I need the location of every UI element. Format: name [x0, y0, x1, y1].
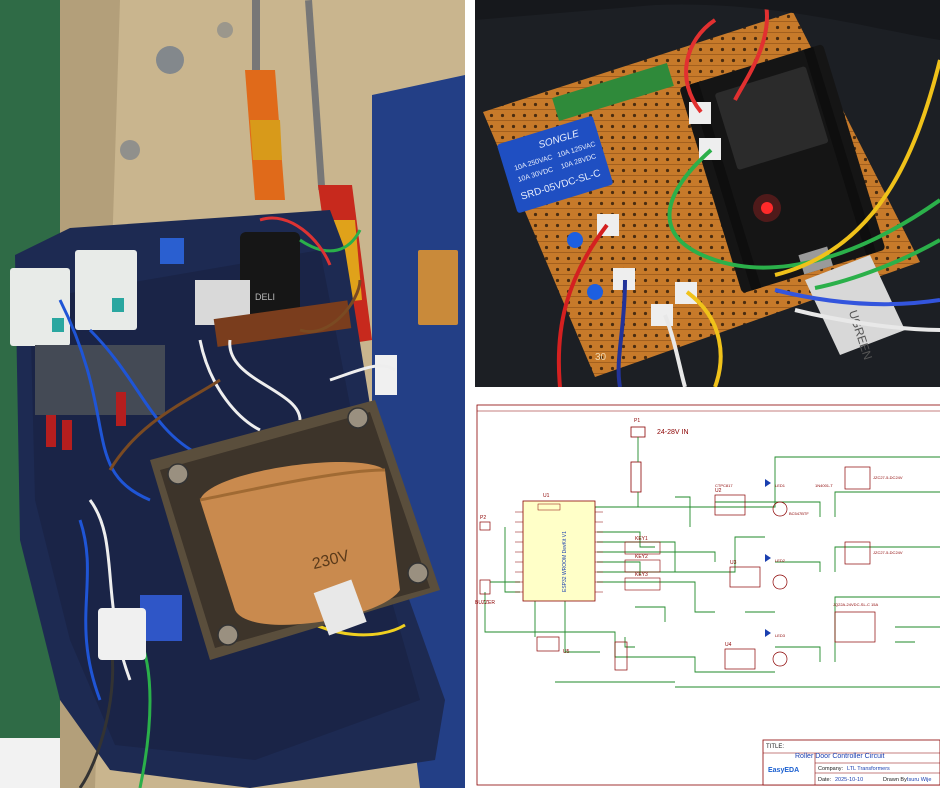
- drawing-title: Roller Door Controller Circuit: [795, 753, 885, 760]
- opto-u3: U3: [730, 560, 737, 566]
- power-in-label: 24-28V IN: [657, 429, 689, 436]
- drawn-by-name: Isuru Wije: [907, 777, 931, 783]
- opto-part: CTPC817: [715, 483, 733, 488]
- songle-relay: SONGLE 10A 250VAC 10A 125VAC 10A 30VDC 1…: [497, 116, 613, 213]
- optocouplers: U2 U3 U4 CTPC817: [714, 483, 761, 670]
- p1-label: P1: [634, 418, 640, 424]
- transistors: [772, 501, 788, 667]
- esp32-symbol-u1: U1 ESP32 WROOM DevKit V1: [515, 493, 603, 602]
- mcu-name: ESP32 WROOM DevKit V1: [562, 531, 568, 592]
- u5-label: U5: [563, 649, 570, 655]
- white-connector: [375, 355, 397, 395]
- status-led: [761, 202, 773, 214]
- screwdriver-1: [245, 0, 285, 200]
- transformer-bolts: [167, 407, 429, 646]
- controller-box-drawing: DELI 230V: [0, 0, 465, 788]
- relay-a-part: JZC27-5-DC24V: [873, 475, 903, 480]
- opto-u4: U4: [725, 642, 732, 648]
- key3-label: KEY3: [635, 572, 648, 578]
- relay-b-part: JQ22A-24VDC-SL-C 15A: [833, 602, 878, 607]
- p2-connector: [479, 521, 491, 531]
- title-block: TITLE: Roller Door Controller Circuit Ea…: [762, 739, 940, 786]
- relay-right: [75, 250, 137, 330]
- easyeda-logo: EasyEDA: [768, 767, 799, 774]
- leds: LED1 LED2 LED3: [765, 479, 786, 638]
- capacitor: [240, 232, 300, 324]
- small-pcb: [213, 300, 352, 347]
- drawn-by-label: Drawn By:: [883, 777, 909, 783]
- bottom-connector: [0, 738, 60, 788]
- wiring: [58, 216, 406, 788]
- opto-u2: U2: [715, 488, 722, 494]
- relays: JZC27-5-DC24V JZC27-5-DC24V JQ22A-24VDC-…: [815, 466, 903, 643]
- transformer: 230V: [150, 400, 440, 660]
- u1-label: U1: [543, 493, 550, 499]
- schematic-wires: [484, 437, 940, 688]
- key-switches: KEY1 KEY2 KEY3: [624, 536, 661, 591]
- stripboard-photo: UGREEN SONGLE 10A 250VAC 10A 125VAC 10A …: [475, 0, 940, 387]
- date-label: Date:: [818, 777, 832, 783]
- key1-label: KEY1: [635, 536, 648, 542]
- blue-capacitor: [160, 238, 184, 264]
- buzzer-symbol: [479, 579, 491, 595]
- company-name: LTL Transformers: [847, 766, 890, 772]
- wire-connector: [313, 579, 367, 636]
- relay-a2-part: JZC27-5-DC24V: [873, 550, 903, 555]
- led3-label: LED3: [775, 633, 786, 638]
- diode-part: 1N4001-T: [815, 483, 833, 488]
- switch-k2: [614, 641, 628, 671]
- led2-label: LED2: [775, 558, 786, 563]
- sheet-border: [476, 404, 940, 786]
- relay-left: [10, 268, 70, 346]
- white-terminal-block: [98, 608, 146, 660]
- esp32-devkit: [680, 44, 885, 293]
- blue-terminal: [140, 595, 182, 641]
- small-board: [418, 250, 458, 325]
- rf-module: [552, 62, 674, 122]
- buzzer-label: BUZZER: [475, 600, 495, 606]
- terminal-strip: [35, 345, 165, 415]
- board-marking: 30: [595, 352, 607, 363]
- rectifier-u5: [536, 636, 560, 652]
- transistor-part: BC547BTF: [789, 511, 809, 516]
- blue-led: [567, 232, 583, 248]
- power-connector-p1: P1 24-28V IN: [630, 418, 689, 493]
- jumper-wires: [556, 0, 940, 387]
- key2-label: KEY2: [635, 554, 648, 560]
- capacitor-text: DELI: [255, 292, 275, 302]
- schematic-sheet: P1 24-28V IN U1: [475, 397, 940, 788]
- controller-box-photo: DELI 230V: [0, 0, 465, 788]
- led1-label: LED1: [775, 483, 786, 488]
- schematic-drawing: P1 24-28V IN U1: [475, 397, 940, 788]
- title-label: TITLE:: [766, 744, 784, 750]
- company-label: Company:: [818, 766, 844, 772]
- stripboard-drawing: UGREEN SONGLE 10A 250VAC 10A 125VAC 10A …: [475, 0, 940, 387]
- date-value: 2025-10-10: [835, 777, 863, 783]
- p2-label: P2: [480, 515, 486, 521]
